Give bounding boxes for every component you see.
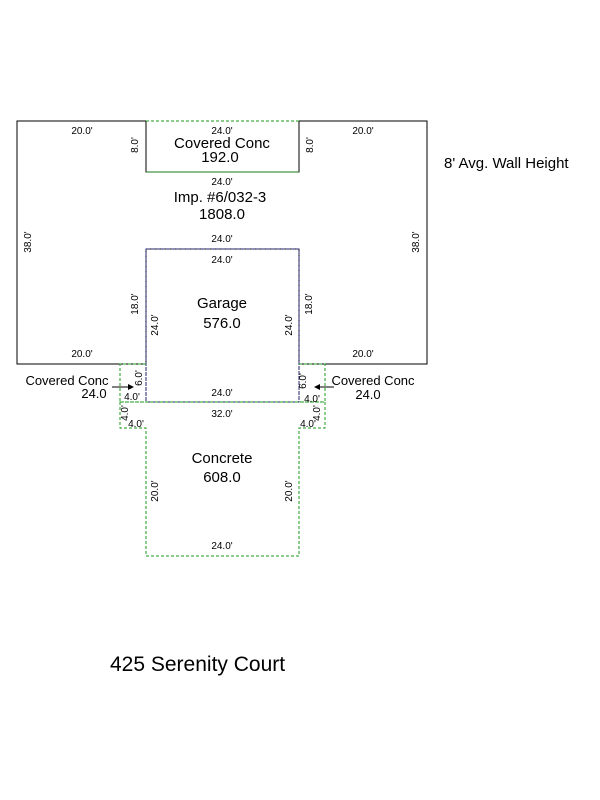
label-concrete-name: Concrete bbox=[192, 450, 253, 467]
dim-garage-top-outer: 24.0' bbox=[211, 234, 232, 245]
dim-drive-tab-left-side: 4.0' bbox=[120, 405, 131, 421]
dim-bottom-left: 20.0' bbox=[71, 349, 92, 360]
label-covered-left-value: 24.0 bbox=[81, 386, 106, 401]
dim-drive-left: 20.0' bbox=[150, 480, 161, 501]
dim-small-left-bottom: 4.0' bbox=[124, 392, 140, 403]
arrow-left-head bbox=[128, 384, 134, 390]
arrow-right-head bbox=[314, 384, 320, 390]
dim-cov-left-side: 8.0' bbox=[130, 137, 141, 153]
label-covered-right-value: 24.0 bbox=[355, 387, 380, 402]
dim-bottom-right: 20.0' bbox=[352, 349, 373, 360]
label-covered-top-name: Covered Conc bbox=[174, 135, 270, 152]
dim-drive-bottom: 24.0' bbox=[211, 541, 232, 552]
dim-top-right: 20.0' bbox=[352, 126, 373, 137]
dim-small-right-bottom: 4.0' bbox=[304, 394, 320, 405]
label-covered-top-value: 192.0 bbox=[201, 149, 239, 166]
label-concrete-value: 608.0 bbox=[203, 469, 241, 486]
dim-garage-inner-left: 24.0' bbox=[150, 314, 161, 335]
dim-garage-bottom: 24.0' bbox=[211, 388, 232, 399]
label-covered-right-name: Covered Conc bbox=[331, 373, 415, 388]
property-address: 425 Serenity Court bbox=[110, 653, 285, 676]
dim-drive-tab-right-bottom: 4.0' bbox=[300, 419, 316, 430]
dim-top-mid: 24.0' bbox=[211, 126, 232, 137]
dim-cov-right-side: 8.0' bbox=[305, 137, 316, 153]
dim-garage-outer-left: 18.0' bbox=[130, 293, 141, 314]
dim-cov-bottom: 24.0' bbox=[211, 177, 232, 188]
dim-right-side: 38.0' bbox=[411, 231, 422, 252]
label-garage-value: 576.0 bbox=[203, 315, 241, 332]
label-garage-name: Garage bbox=[197, 295, 247, 312]
dim-drive-tab-right-side: 4.0' bbox=[312, 405, 323, 421]
dim-drive-top: 32.0' bbox=[211, 409, 232, 420]
dim-garage-outer-right: 18.0' bbox=[304, 293, 315, 314]
wall-height-note: 8' Avg. Wall Height bbox=[444, 155, 569, 172]
dim-top-left: 20.0' bbox=[71, 126, 92, 137]
label-main-name: Imp. #6/032-3 bbox=[174, 189, 267, 206]
label-covered-left-name: Covered Conc bbox=[25, 373, 109, 388]
dim-left-side: 38.0' bbox=[23, 231, 34, 252]
label-main-value: 1808.0 bbox=[199, 206, 245, 223]
concrete-outline bbox=[119, 401, 326, 557]
dim-drive-tab-left-bottom: 4.0' bbox=[128, 419, 144, 430]
dim-garage-top-inner: 24.0' bbox=[211, 255, 232, 266]
dim-garage-inner-right: 24.0' bbox=[284, 314, 295, 335]
dim-drive-right: 20.0' bbox=[284, 480, 295, 501]
dim-small-right-side: 6.0' bbox=[298, 373, 309, 389]
dim-small-left-side: 6.0' bbox=[134, 370, 145, 386]
